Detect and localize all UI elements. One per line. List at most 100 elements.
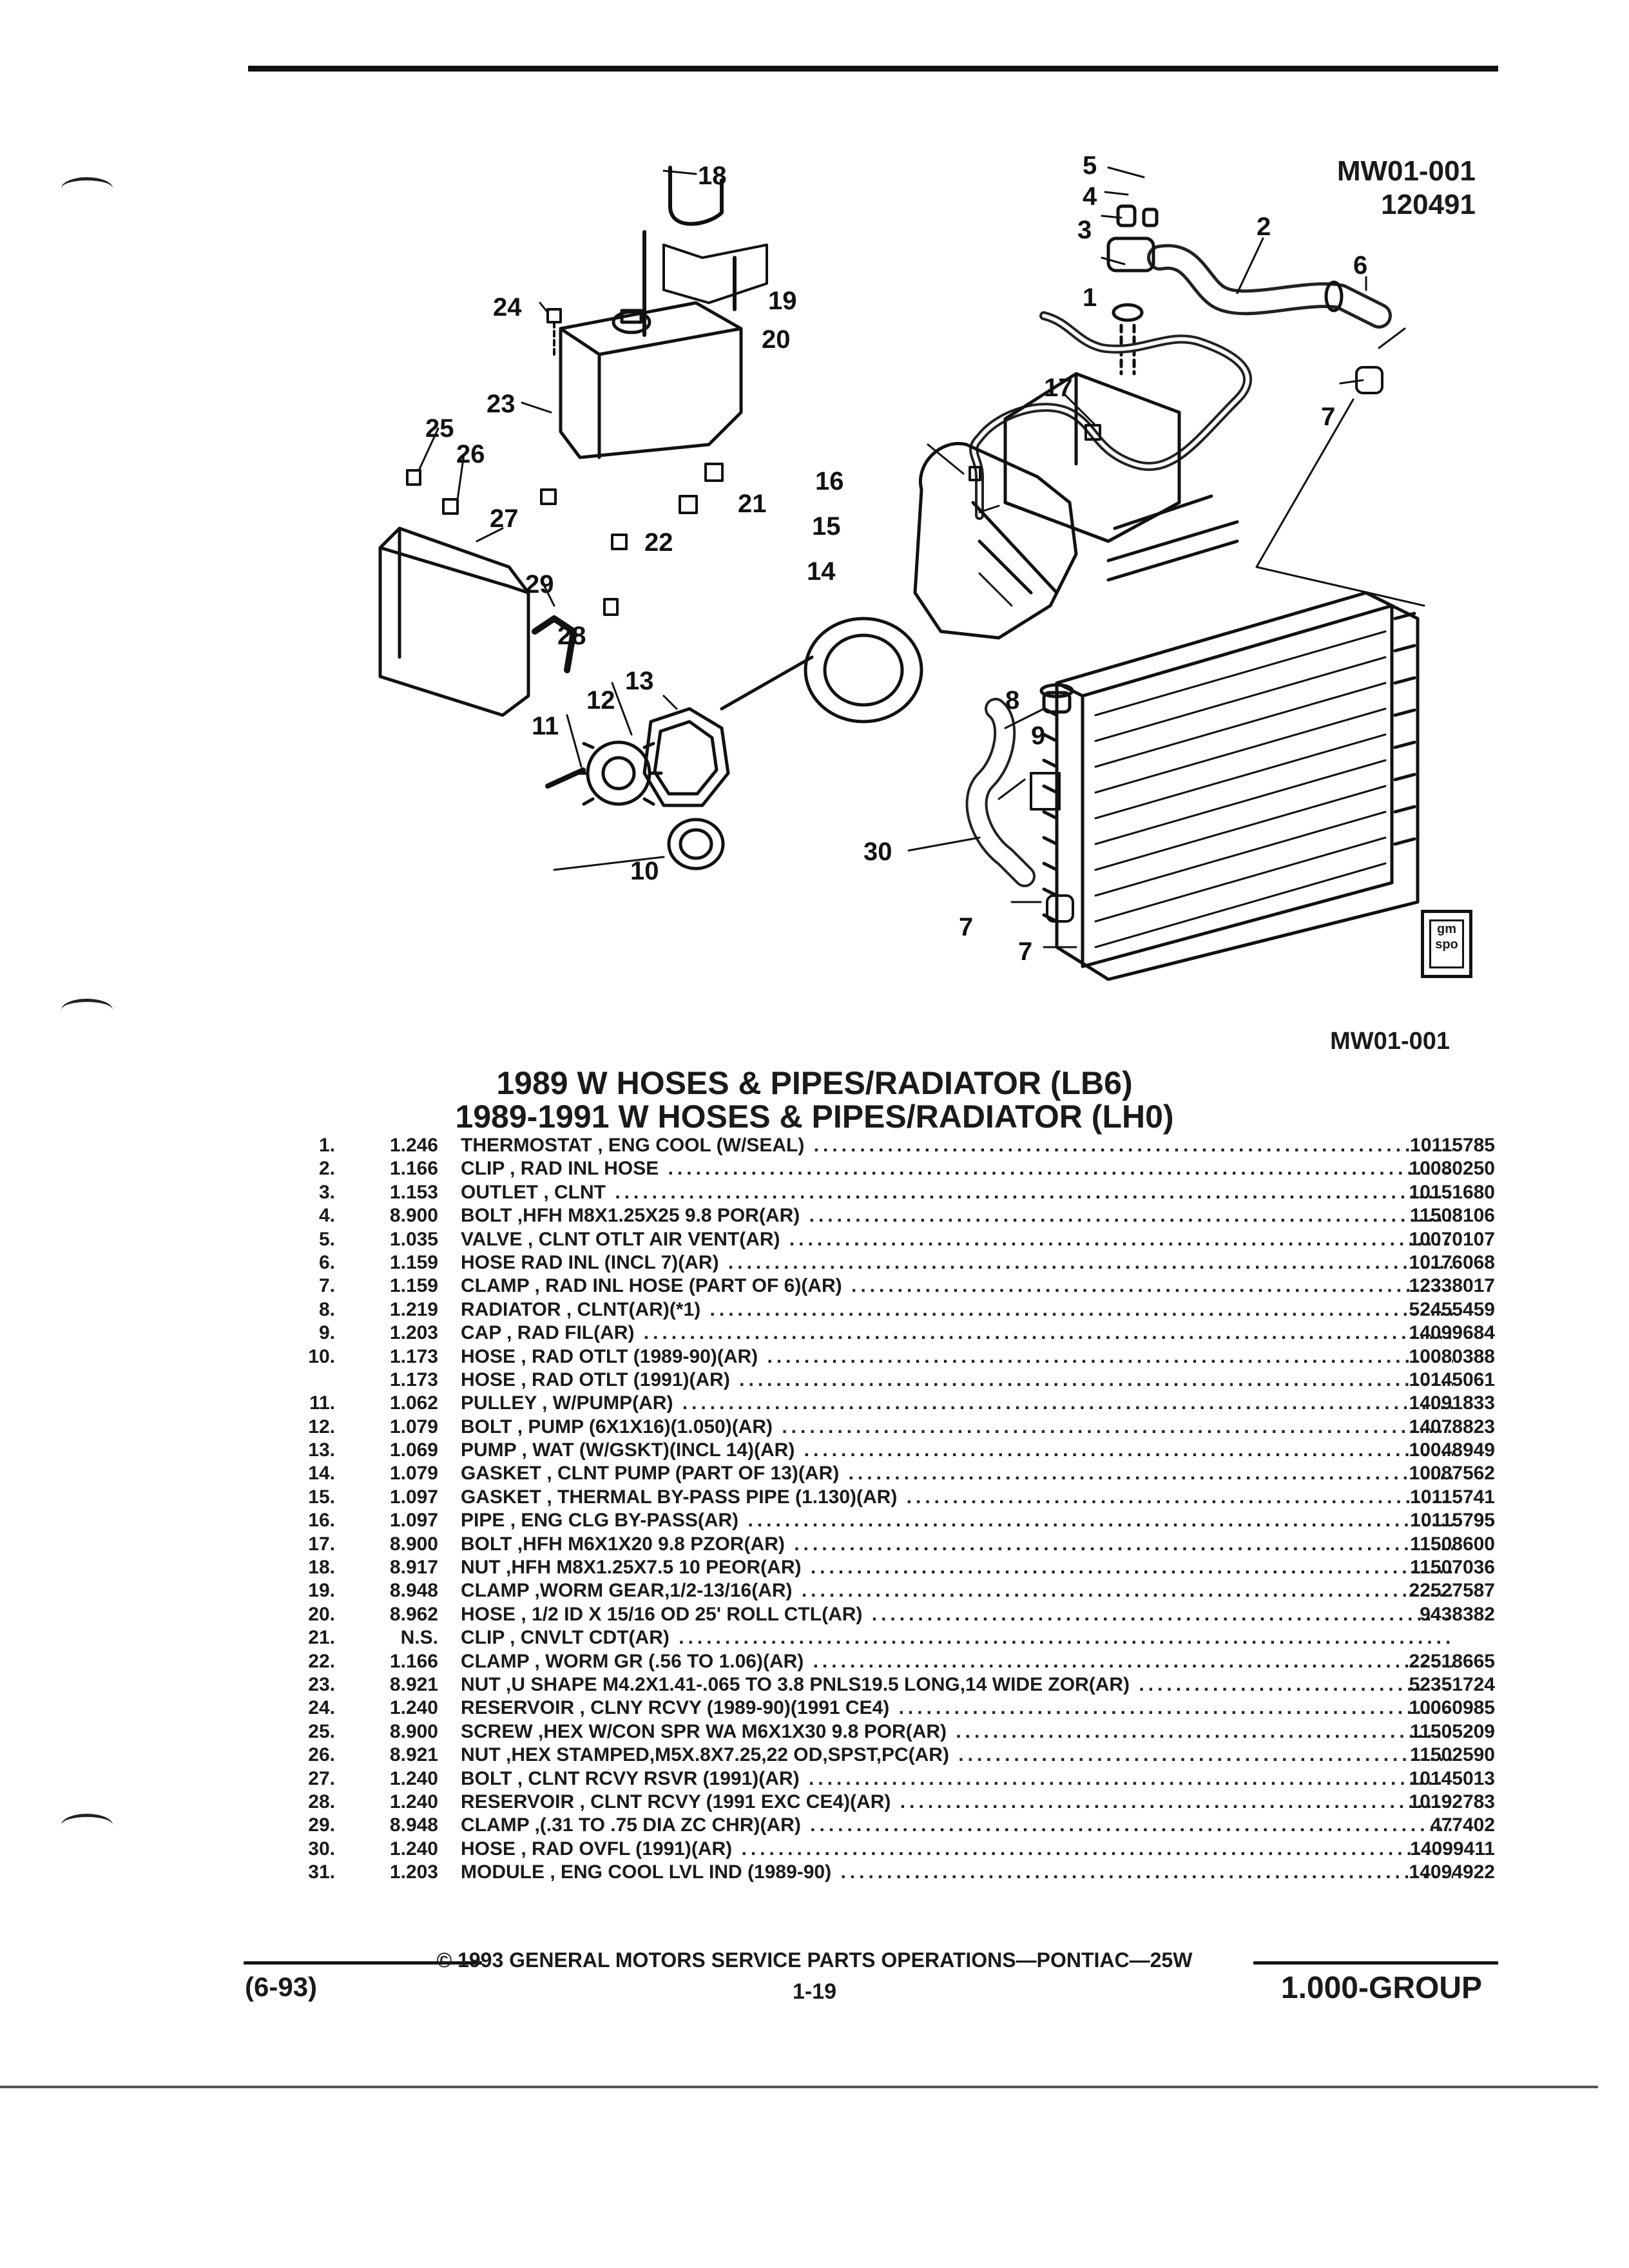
part-description-cell: NUT ,HEX STAMPED,M5X.8X7.25,22 OD,SPST,P… bbox=[461, 1744, 1453, 1767]
punch-mark bbox=[61, 177, 113, 200]
part-number: 11508600 bbox=[1410, 1533, 1495, 1555]
item-number: 10. bbox=[308, 1345, 335, 1367]
leader-dots: ........................................… bbox=[810, 1814, 1453, 1836]
part-number: 52351724 bbox=[1409, 1673, 1495, 1695]
item-number: 13. bbox=[308, 1439, 335, 1461]
part-description: PIPE , ENG CLG BY-PASS(AR) bbox=[461, 1510, 739, 1532]
callout-28: 27 bbox=[490, 505, 519, 533]
leader-dots: ........................................… bbox=[813, 1650, 1453, 1672]
part-number: 10192783 bbox=[1409, 1791, 1495, 1812]
callout-20: 19 bbox=[768, 287, 797, 315]
part-description-cell: CLAMP ,WORM GEAR,1/2-13/16(AR) .........… bbox=[461, 1579, 1453, 1602]
group-number: 1.246 bbox=[389, 1135, 438, 1156]
part-description-cell: GASKET , THERMAL BY-PASS PIPE (1.130)(AR… bbox=[461, 1486, 1453, 1509]
part-number: 14094922 bbox=[1409, 1861, 1495, 1883]
group-number: 1.203 bbox=[389, 1861, 438, 1883]
part-description-cell: CLIP , CNVLT CDT(AR) ...................… bbox=[461, 1626, 1453, 1649]
part-number: 10048949 bbox=[1409, 1439, 1495, 1461]
pump-pulley-drawing bbox=[667, 818, 725, 870]
part-description-cell: CLAMP , RAD INL HOSE (PART OF 6)(AR) ...… bbox=[461, 1274, 1453, 1298]
group-number: 8.948 bbox=[389, 1814, 438, 1836]
callout-24: 23 bbox=[487, 390, 516, 418]
item-number: 24. bbox=[308, 1697, 335, 1719]
leader-lines bbox=[418, 166, 1425, 948]
callout-3: 3 bbox=[1077, 216, 1092, 244]
part-description: HOSE , RAD OVFL (1991)(AR) bbox=[461, 1838, 733, 1860]
callout-23: 22 bbox=[644, 528, 673, 557]
callout-11: 10 bbox=[630, 857, 659, 885]
leader-dots: ........................................… bbox=[741, 1838, 1454, 1860]
punch-mark bbox=[61, 1814, 113, 1836]
leader-dots: ........................................… bbox=[813, 1135, 1453, 1156]
part-description: BOLT ,HFH M6X1X20 9.8 PZOR(AR) bbox=[461, 1533, 785, 1555]
group-number: 1.097 bbox=[389, 1510, 438, 1532]
figure-code: MW01-001 bbox=[1336, 155, 1476, 187]
part-description: NUT ,HEX STAMPED,M5X.8X7.25,22 OD,SPST,P… bbox=[461, 1744, 949, 1766]
callout-2: 2 bbox=[1257, 213, 1271, 241]
reservoir-1991-drawing bbox=[559, 301, 743, 459]
title-line-2: 1989-1991 W HOSES & PIPES/RADIATOR (LH0) bbox=[455, 1099, 1174, 1135]
part-number: 11505209 bbox=[1410, 1720, 1495, 1742]
heater-hose-drawing bbox=[642, 166, 737, 337]
group-number: 1.219 bbox=[389, 1298, 438, 1320]
part-number: 9438382 bbox=[1420, 1603, 1495, 1625]
part-description-cell: BOLT ,HFH M8X1.25X25 9.8 POR(AR) .......… bbox=[461, 1204, 1453, 1227]
item-number: 4. bbox=[318, 1205, 335, 1227]
part-description: RESERVOIR , CLNT RCVY (1991 EXC CE4)(AR) bbox=[461, 1791, 891, 1812]
part-number: 22527587 bbox=[1409, 1580, 1495, 1602]
callout-7-lower: 7 bbox=[959, 913, 973, 941]
part-number: 11502590 bbox=[1410, 1744, 1495, 1766]
part-description: CLIP , RAD INL HOSE bbox=[461, 1158, 659, 1180]
title-line-1: 1989 W HOSES & PIPES/RADIATOR (LB6) bbox=[496, 1065, 1133, 1101]
leader-dots: ........................................… bbox=[906, 1486, 1453, 1508]
leader-dots: ........................................… bbox=[615, 1181, 1453, 1203]
part-number: 10176068 bbox=[1409, 1251, 1495, 1273]
item-number: 25. bbox=[308, 1720, 335, 1742]
callout-7-upper: 7 bbox=[1321, 403, 1335, 431]
callout-9: 8 bbox=[1005, 686, 1019, 715]
group-number: 1.240 bbox=[389, 1838, 438, 1860]
leader-dots: ........................................… bbox=[900, 1791, 1453, 1812]
group-number: 8.900 bbox=[389, 1205, 438, 1227]
part-description: CLAMP ,WORM GEAR,1/2-13/16(AR) bbox=[461, 1580, 793, 1602]
leader-dots: ........................................… bbox=[728, 1251, 1453, 1273]
group-number: 1.153 bbox=[389, 1181, 438, 1203]
callout-13: 12 bbox=[586, 686, 615, 715]
table-row: 30. 1.240 HOSE , RAD OVFL (1991)(AR) .....… bbox=[284, 1838, 1495, 1861]
part-number: 10115795 bbox=[1410, 1510, 1495, 1532]
part-description-cell: CLIP , RAD INL HOSE ....................… bbox=[461, 1157, 1453, 1180]
table-row: 21.N.S.CLIP , CNVLT CDT(AR) ............… bbox=[284, 1626, 1495, 1649]
item-number: 29. bbox=[308, 1814, 335, 1836]
water-pump-drawing bbox=[574, 740, 663, 806]
footer-rule-right bbox=[1253, 1961, 1498, 1965]
part-description-cell: MODULE , ENG COOL LVL IND (1989-90) ....… bbox=[461, 1861, 1453, 1884]
callout-27: 26 bbox=[456, 440, 485, 468]
group-number: 1.240 bbox=[389, 1767, 438, 1789]
part-number: 12338017 bbox=[1409, 1275, 1495, 1297]
part-description-cell: NUT ,HFH M8X1.25X7.5 10 PEOR(AR) .......… bbox=[461, 1556, 1453, 1579]
leader-dots: ........................................… bbox=[956, 1720, 1453, 1742]
leader-dots: ........................................… bbox=[682, 1392, 1453, 1414]
item-number: 23. bbox=[308, 1673, 335, 1695]
leader-dots: ........................................… bbox=[840, 1861, 1453, 1883]
part-description: CLIP , CNVLT CDT(AR) bbox=[461, 1627, 670, 1649]
footer-copyright: © 1993 GENERAL MOTORS SERVICE PARTS OPER… bbox=[436, 1948, 1193, 1972]
item-number: 8. bbox=[318, 1298, 335, 1320]
part-number: 14078823 bbox=[1409, 1416, 1495, 1437]
item-number: 27. bbox=[308, 1767, 335, 1789]
part-description: HOSE , 1/2 ID X 15/16 OD 25' ROLL CTL(AR… bbox=[461, 1603, 863, 1625]
item-number: 30. bbox=[308, 1838, 335, 1860]
leader-dots: ........................................… bbox=[851, 1275, 1453, 1297]
item-number: 22. bbox=[308, 1650, 335, 1672]
group-number: 1.166 bbox=[389, 1158, 438, 1180]
